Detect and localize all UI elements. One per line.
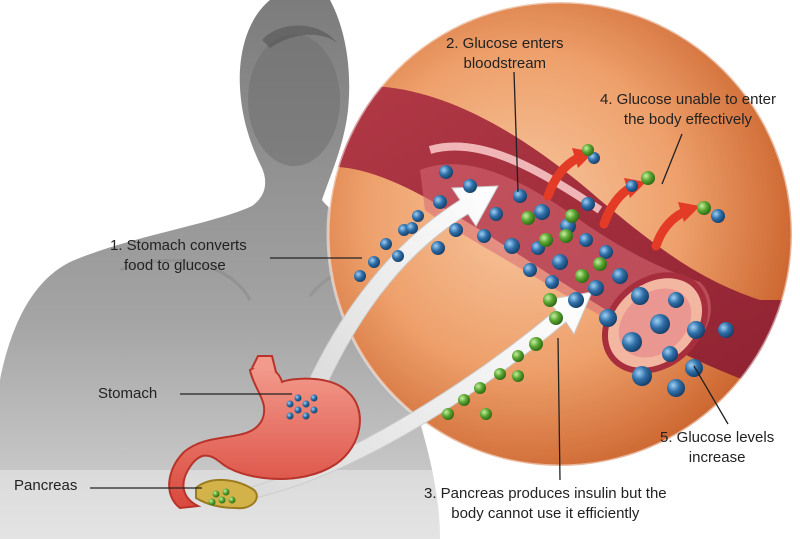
insulin-particle [442, 408, 454, 420]
glucose-particle [662, 346, 678, 362]
insulin-particle [494, 368, 506, 380]
glucose-particle [431, 241, 445, 255]
glucose-particle [504, 238, 520, 254]
glucose-particle [568, 292, 584, 308]
leader-line-step4 [661, 133, 683, 185]
insulin-particle [512, 350, 524, 362]
glucose-particle [612, 268, 628, 284]
label-step4: 4. Glucose unable to enter the body effe… [600, 90, 776, 130]
glucose-particle [668, 292, 684, 308]
glucose-particle [718, 322, 734, 338]
label-stomach: Stomach [98, 385, 158, 402]
glucose-particle [599, 309, 617, 327]
insulin-particle [539, 233, 553, 247]
particles [208, 144, 734, 506]
insulin-particle [549, 311, 563, 325]
insulin-particle [228, 496, 236, 504]
label-step2-line2: bloodstream [463, 55, 547, 72]
glucose-particle [552, 254, 568, 270]
insulin-particle [575, 269, 589, 283]
insulin-particle [218, 496, 226, 504]
glucose-particle [286, 412, 294, 420]
glucose-particle [513, 189, 527, 203]
glucose-particle [579, 233, 593, 247]
label-step1-line1: 1. Stomach converts [110, 237, 247, 254]
insulin-particle [222, 488, 230, 496]
glucose-particle [310, 394, 318, 402]
glucose-particle [599, 245, 613, 259]
glucose-particle [463, 179, 477, 193]
glucose-particle [368, 256, 380, 268]
glucose-particle [650, 314, 670, 334]
label-step1: 1. Stomach converts food to glucose [110, 236, 247, 276]
insulin-particle [212, 490, 220, 498]
label-step1-line2: food to glucose [124, 257, 226, 274]
glucose-particle [523, 263, 537, 277]
glucose-particle [433, 195, 447, 209]
label-step3-line2: body cannot use it efficiently [451, 505, 640, 522]
label-step3-line1: 3. Pancreas produces insulin but the [424, 485, 667, 502]
glucose-particle [449, 223, 463, 237]
glucose-particle [294, 394, 302, 402]
glucose-particle [687, 321, 705, 339]
insulin-particle [697, 201, 711, 215]
label-step5-line2: increase [688, 449, 746, 466]
insulin-particle [641, 171, 655, 185]
glucose-particle [631, 287, 649, 305]
glucose-particle [392, 250, 404, 262]
glucose-particle [588, 280, 604, 296]
leader-lines [90, 71, 729, 489]
leader-line-step5 [693, 365, 729, 425]
leader-line-step2 [513, 71, 519, 193]
insulin-particle [529, 337, 543, 351]
glucose-particle [545, 275, 559, 289]
label-step2: 2. Glucose enters bloodstream [446, 34, 564, 74]
insulin-particle [593, 257, 607, 271]
glucose-particle [581, 197, 595, 211]
insulin-particle [559, 229, 573, 243]
glucose-particle [489, 207, 503, 221]
insulin-particle [582, 144, 594, 156]
insulin-particle [543, 293, 557, 307]
glucose-particle [302, 400, 310, 408]
glucose-particle [632, 366, 652, 386]
glucose-particle [286, 400, 294, 408]
glucose-particle [380, 238, 392, 250]
label-step2-line1: 2. Glucose enters [446, 35, 564, 52]
label-step3: 3. Pancreas produces insulin but the bod… [424, 484, 667, 524]
glucose-particle [302, 412, 310, 420]
glucose-particle [477, 229, 491, 243]
glucose-particle [310, 406, 318, 414]
label-step4-line2: the body effectively [623, 111, 753, 128]
glucose-particle [354, 270, 366, 282]
glucose-particle [685, 359, 703, 377]
stomach-organ [168, 355, 361, 510]
insulin-particle [474, 382, 486, 394]
glucose-particle [406, 222, 418, 234]
insulin-particle [480, 408, 492, 420]
label-step5-line1: 5. Glucose levels [660, 429, 775, 446]
insulin-particle [458, 394, 470, 406]
insulin-particle [208, 498, 216, 506]
glucose-particle [534, 204, 550, 220]
insulin-particle [565, 209, 579, 223]
label-pancreas: Pancreas [14, 477, 78, 494]
leader-line-step3 [557, 337, 561, 481]
insulin-particle [512, 370, 524, 382]
insulin-particle [521, 211, 535, 225]
glucose-particle [412, 210, 424, 222]
glucose-particle [667, 379, 685, 397]
glucose-particle [711, 209, 725, 223]
glucose-particle [294, 406, 302, 414]
label-step4-line1: 4. Glucose unable to enter [600, 91, 776, 108]
label-step5: 5. Glucose levels increase [660, 428, 774, 468]
glucose-particle [439, 165, 453, 179]
glucose-particle [626, 180, 638, 192]
glucose-particle [622, 332, 642, 352]
